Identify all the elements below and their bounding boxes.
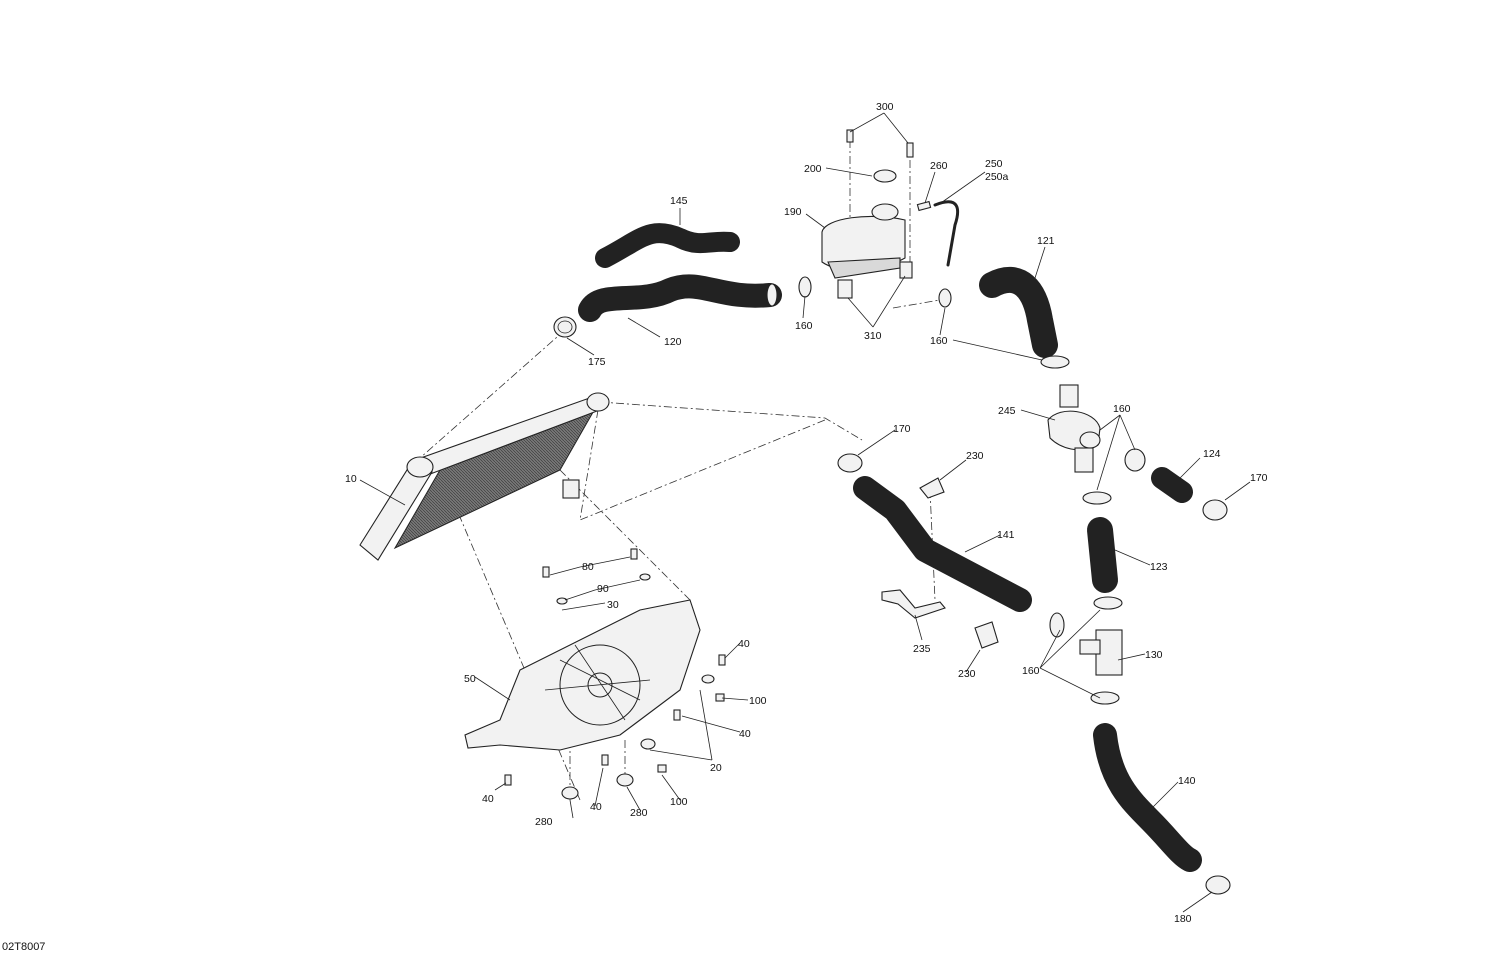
bracket-235 [881, 589, 946, 619]
callout-40-d: 40 [590, 801, 602, 813]
sensor-260 [916, 200, 932, 212]
callout-200: 200 [804, 163, 822, 175]
callout-30: 30 [607, 599, 619, 611]
clamp-160-g [1049, 612, 1065, 638]
callout-170-b: 170 [1250, 472, 1268, 484]
hose-140 [1093, 723, 1202, 872]
clamp-180 [1205, 875, 1231, 895]
radiator-10 [359, 392, 610, 561]
callout-120: 120 [664, 336, 682, 348]
clamp-160-d [1124, 448, 1146, 472]
callout-160-a: 160 [795, 320, 813, 332]
callout-100-b: 100 [670, 796, 688, 808]
callout-80: 80 [582, 561, 594, 573]
callout-235: 235 [913, 643, 931, 655]
callout-245: 245 [998, 405, 1016, 417]
callout-280-b: 280 [630, 807, 648, 819]
callout-121: 121 [1037, 235, 1055, 247]
callout-180: 180 [1174, 913, 1192, 925]
clamp-170-b [1202, 499, 1228, 521]
callout-leaders [359, 112, 1251, 913]
callout-250: 250 [985, 158, 1003, 170]
callout-10: 10 [345, 473, 357, 485]
thermostat-housing-245 [1047, 384, 1101, 473]
callout-90: 90 [597, 583, 609, 595]
callout-40-a: 40 [738, 638, 750, 650]
callout-160-d: 160 [1022, 665, 1040, 677]
callout-130: 130 [1145, 649, 1163, 661]
callout-170-a: 170 [893, 423, 911, 435]
hose-120 [578, 274, 782, 322]
hardware-screws [504, 548, 726, 800]
callout-160-b: 160 [930, 335, 948, 347]
callout-280-a: 280 [535, 816, 553, 828]
hose-121 [979, 267, 1058, 358]
clamp-160-e [1082, 491, 1112, 505]
callout-124: 124 [1203, 448, 1221, 460]
diagram-reference-code: 02T8007 [2, 941, 45, 953]
callout-123: 123 [1150, 561, 1168, 573]
hose-141 [853, 476, 1032, 612]
clamp-160-b [938, 288, 952, 308]
callout-175: 175 [588, 356, 606, 368]
clamp-160-f [1093, 596, 1123, 610]
hose-250 [933, 200, 959, 267]
callout-300: 300 [876, 101, 894, 113]
callout-140: 140 [1178, 775, 1196, 787]
callout-310: 310 [864, 330, 882, 342]
callout-145: 145 [670, 195, 688, 207]
clip-230-b [974, 621, 999, 649]
clamp-175 [553, 316, 577, 338]
clamp-170-a [837, 453, 863, 473]
alignment-lines [419, 140, 941, 801]
hose-124 [1151, 467, 1193, 503]
clip-230-a [919, 477, 945, 499]
callout-141: 141 [997, 529, 1015, 541]
callout-20: 20 [710, 762, 722, 774]
callout-100-a: 100 [749, 695, 767, 707]
callout-260: 260 [930, 160, 948, 172]
callout-230-b: 230 [958, 668, 976, 680]
callout-230-a: 230 [966, 450, 984, 462]
fan-assembly-50 [464, 599, 701, 751]
callout-40-c: 40 [482, 793, 494, 805]
t-fitting-130 [1079, 629, 1123, 676]
callout-250a: 250a [985, 171, 1009, 183]
screws-300 [846, 129, 914, 158]
expansion-tank-190 [821, 169, 913, 299]
callout-labels: 300 200 260 250 250a 190 145 121 160 310… [345, 101, 1268, 925]
callout-40-b: 40 [739, 728, 751, 740]
callout-50: 50 [464, 673, 476, 685]
hose-123 [1087, 517, 1118, 593]
clamp-160-c [1040, 355, 1070, 369]
callout-160-c: 160 [1113, 403, 1131, 415]
hose-145 [595, 223, 740, 268]
clamp-160-a [798, 276, 812, 298]
clamp-160-h [1090, 691, 1120, 705]
callout-190: 190 [784, 206, 802, 218]
